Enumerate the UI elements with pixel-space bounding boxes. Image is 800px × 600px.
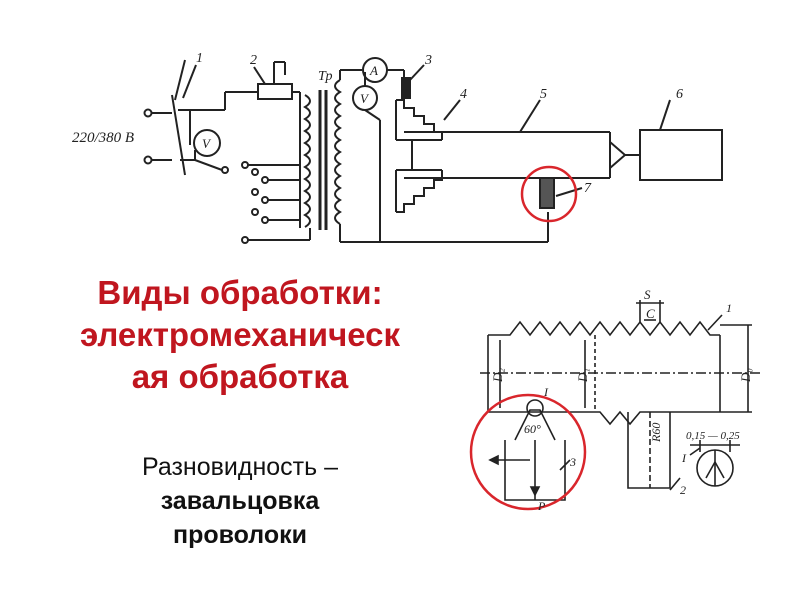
angle-label: 60° — [524, 422, 541, 436]
highlight-circle-roll — [469, 393, 587, 511]
callout-bI: I — [681, 451, 687, 465]
callout-2: 2 — [250, 53, 257, 68]
tailstock — [639, 129, 723, 181]
dim-d0: D₀ — [738, 368, 753, 383]
transformer-label: Тр — [318, 69, 332, 84]
tailstock-center — [609, 141, 627, 169]
callout-7: 7 — [584, 181, 592, 196]
thread-profile-bottom — [488, 410, 720, 426]
thread-profile-top — [488, 320, 720, 337]
voltmeter-icon — [193, 129, 221, 157]
callout-5: 5 — [540, 87, 547, 102]
chuck-lower — [395, 170, 443, 213]
title-line-1: Виды обработки: — [97, 274, 383, 311]
voltmeter-label: V — [202, 136, 212, 151]
dim-d2: D₂ — [490, 368, 505, 383]
callout-4: 4 — [460, 87, 467, 102]
callout-3: 3 — [424, 53, 432, 68]
callout-b3: 3 — [569, 455, 576, 469]
callout-1: 1 — [196, 51, 203, 66]
transformer-primary-coil — [303, 94, 311, 228]
dim-c: C — [646, 306, 655, 321]
callout-b1-roll: I — [543, 385, 549, 399]
callout-b1: 1 — [726, 301, 732, 315]
radius-label: R60 — [649, 423, 663, 443]
subtitle-line-2: завальцовка — [160, 487, 320, 515]
electromechanical-setup-diagram: 220/380 В Тр A V V 1 2 3 4 5 6 7 — [72, 51, 723, 244]
input-terminal-icon — [143, 108, 153, 118]
force-label: P — [537, 499, 546, 513]
dim-d1: D₁ — [575, 368, 590, 383]
highlight-circle — [520, 165, 578, 223]
title-line-3: ая обработка — [131, 358, 349, 395]
wire-roll-icon — [526, 399, 544, 417]
r60-tool — [627, 412, 671, 489]
tool-icon — [539, 177, 555, 209]
detail-view-icon — [696, 449, 734, 487]
brush-contact-icon — [401, 77, 411, 99]
dim-s: S — [644, 287, 651, 302]
ammeter-label: A — [369, 63, 378, 78]
transformer-taps — [194, 159, 311, 244]
rheostat-icon — [257, 83, 293, 100]
switch-icon — [171, 94, 186, 176]
roller-tool-body — [504, 440, 566, 501]
voltage-label: 220/380 В — [72, 130, 134, 146]
transformer-secondary-coil — [334, 79, 342, 225]
callout-6: 6 — [676, 87, 683, 102]
voltmeter-output-label: V — [360, 91, 370, 106]
gap-label: 0,15 — 0,25 — [686, 430, 740, 442]
subtitle-line-1: Разновидность – — [141, 453, 338, 481]
slide-title: Виды обработки: электромеханическ ая обр… — [20, 272, 460, 398]
chuck-upper — [395, 99, 443, 140]
title-line-2: электромеханическ — [79, 316, 401, 353]
subtitle-line-3: проволоки — [172, 521, 308, 549]
input-terminal-icon — [143, 155, 153, 165]
callout-b2: 2 — [680, 483, 686, 497]
slide-subtitle: Разновидность – завальцовка проволоки — [60, 450, 420, 552]
